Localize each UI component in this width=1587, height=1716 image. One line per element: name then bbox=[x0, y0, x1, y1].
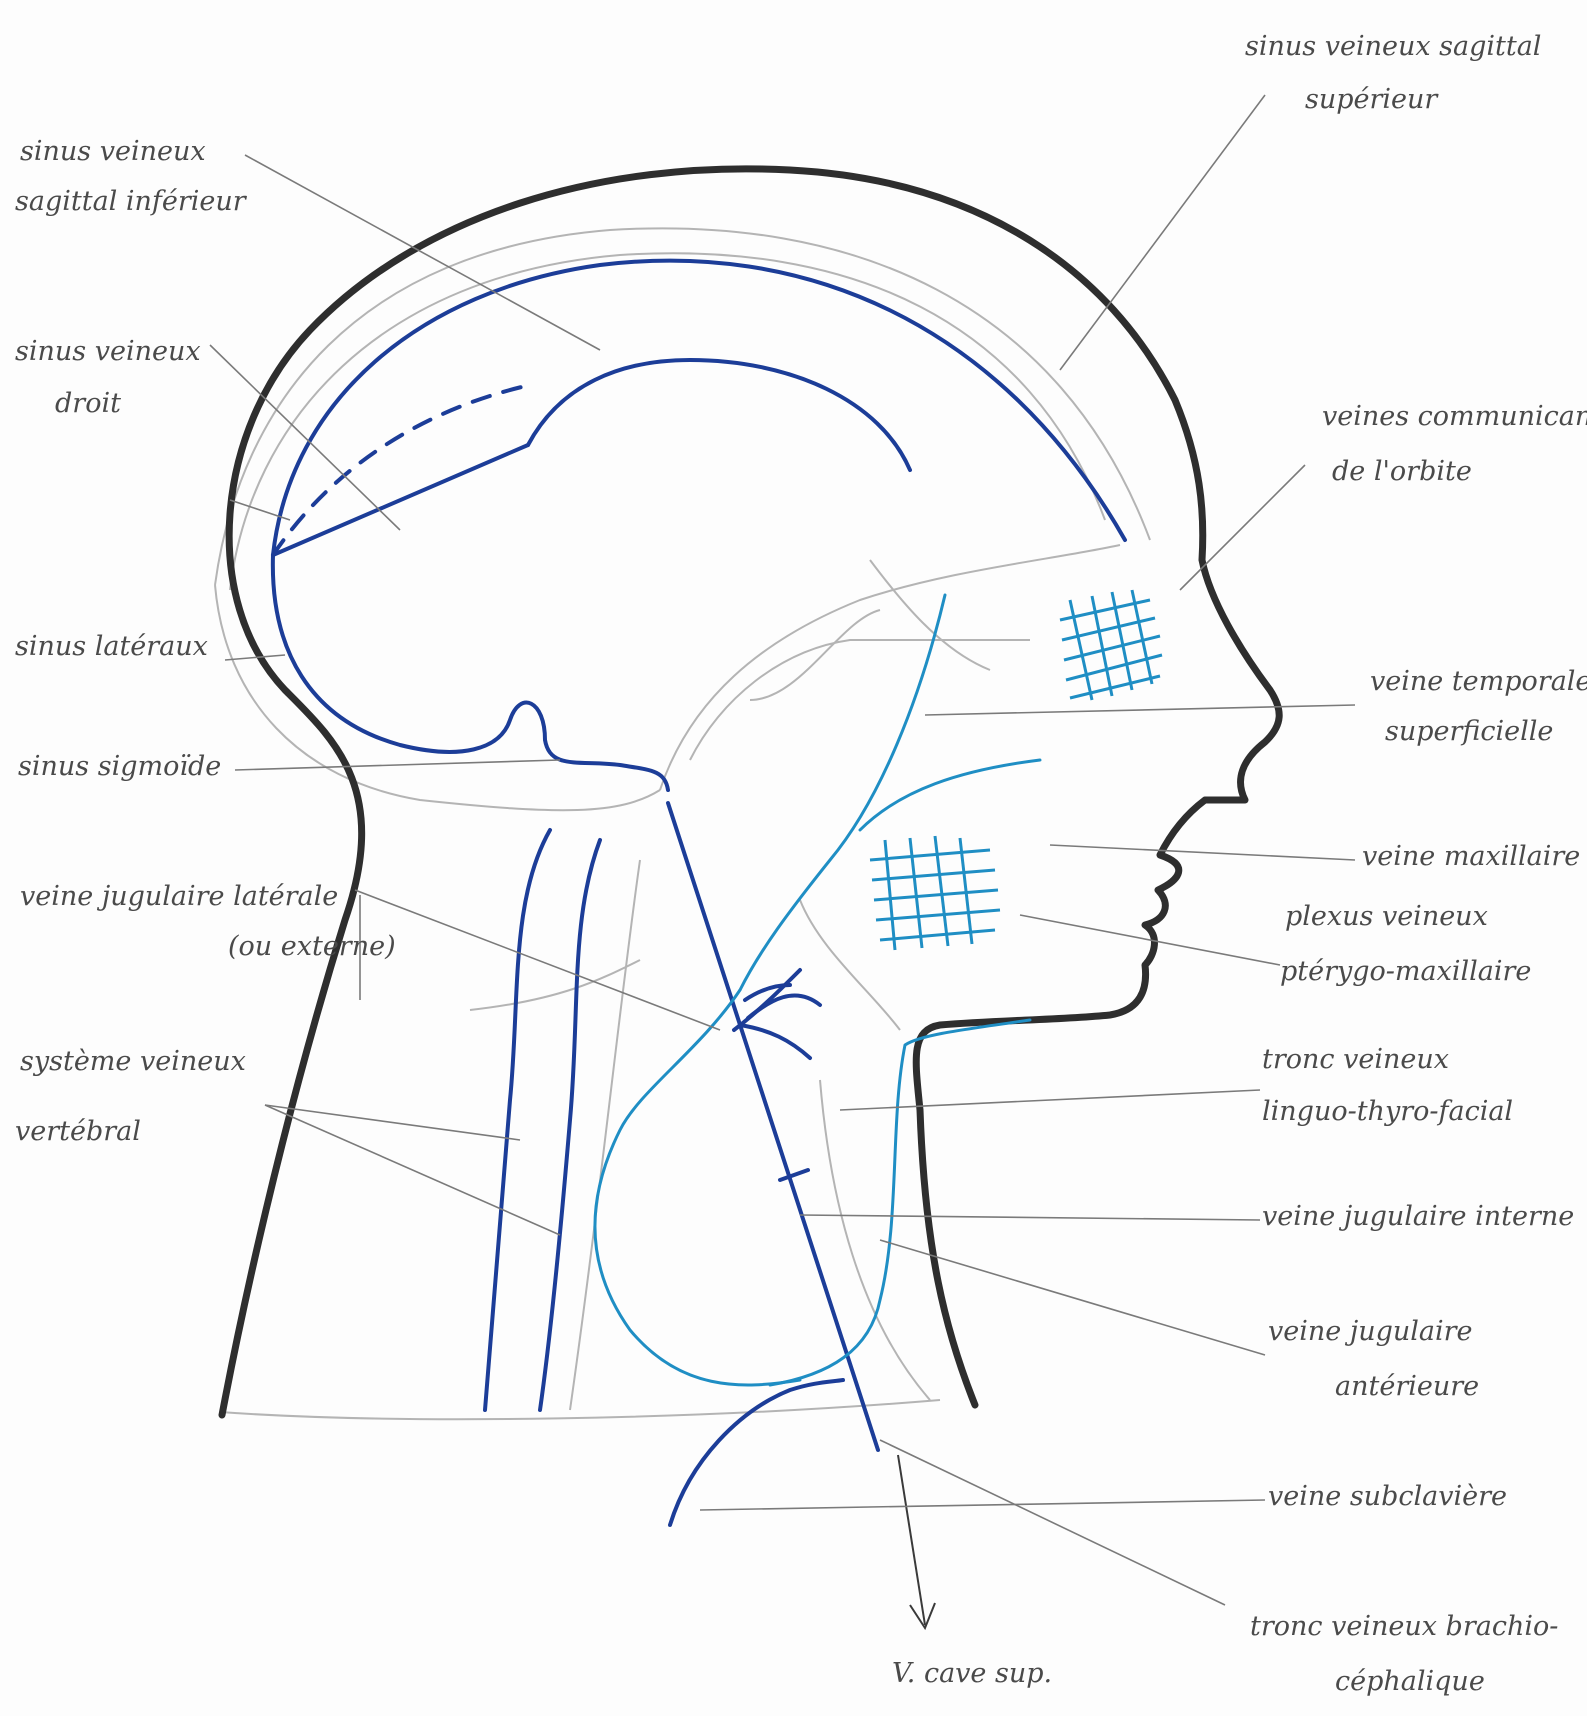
label-brachio: tronc veineux brachio- céphalique bbox=[1250, 1611, 1567, 1697]
orbit-veins-grid bbox=[1060, 590, 1162, 700]
straight-sinus bbox=[273, 445, 528, 555]
labels: sinus veineux sagittal supérieur sinus v… bbox=[15, 31, 1587, 1697]
lateral-sinus bbox=[273, 555, 668, 790]
leader-lines bbox=[210, 95, 1355, 1605]
label-sinus-droit: sinus veineux droit bbox=[15, 336, 209, 419]
maxillary-vein bbox=[860, 760, 1040, 830]
label-sinus-sagittal-sup: sinus veineux sagittal supérieur bbox=[1245, 31, 1550, 115]
superior-sagittal-sinus bbox=[273, 261, 1125, 555]
anterior-jugular-vein bbox=[770, 1020, 1030, 1385]
internal-jugular-vein bbox=[668, 803, 878, 1450]
vertebral-vein-2 bbox=[540, 840, 600, 1410]
label-systeme-vertebral: système veineux vertébral bbox=[15, 1046, 254, 1147]
veins bbox=[273, 261, 1162, 1525]
pterygoid-plexus-grid bbox=[870, 836, 1000, 950]
label-tronc-ltf: tronc veineux linguo-thyro-facial bbox=[1262, 1044, 1513, 1127]
label-veine-temporale: veine temporale superficielle bbox=[1370, 666, 1587, 747]
label-cave-sup: V. cave sup. bbox=[892, 1658, 1052, 1689]
label-plexus: plexus veineux ptérygo-maxillaire bbox=[1280, 901, 1531, 987]
external-jugular-vein bbox=[595, 990, 800, 1385]
label-jugulaire-laterale: veine jugulaire latérale (ou externe) bbox=[20, 881, 396, 962]
pencil-guides bbox=[215, 228, 1150, 1419]
inferior-sagittal-sinus bbox=[528, 360, 910, 470]
label-sinus-sigmoide: sinus sigmoïde bbox=[18, 751, 221, 782]
label-sinus-lateraux: sinus latéraux bbox=[15, 631, 208, 662]
label-jugulaire-interne: veine jugulaire interne bbox=[1262, 1201, 1574, 1232]
label-veine-maxillaire: veine maxillaire bbox=[1362, 841, 1580, 872]
label-subclaviere: veine subclavière bbox=[1268, 1481, 1507, 1512]
subclavian-vein bbox=[670, 1380, 843, 1525]
vertebral-vein-1 bbox=[485, 830, 550, 1410]
vena-cava-arrow bbox=[898, 1455, 935, 1628]
straight-sinus-dashed bbox=[273, 385, 530, 555]
label-sinus-sagittal-inf: sinus veineux sagittal inférieur bbox=[15, 136, 248, 217]
small-tributary bbox=[780, 1170, 808, 1180]
label-veines-orbite: veines communicantes de l'orbite bbox=[1322, 401, 1587, 487]
label-jugulaire-anterieure: veine jugulaire antérieure bbox=[1268, 1316, 1481, 1402]
